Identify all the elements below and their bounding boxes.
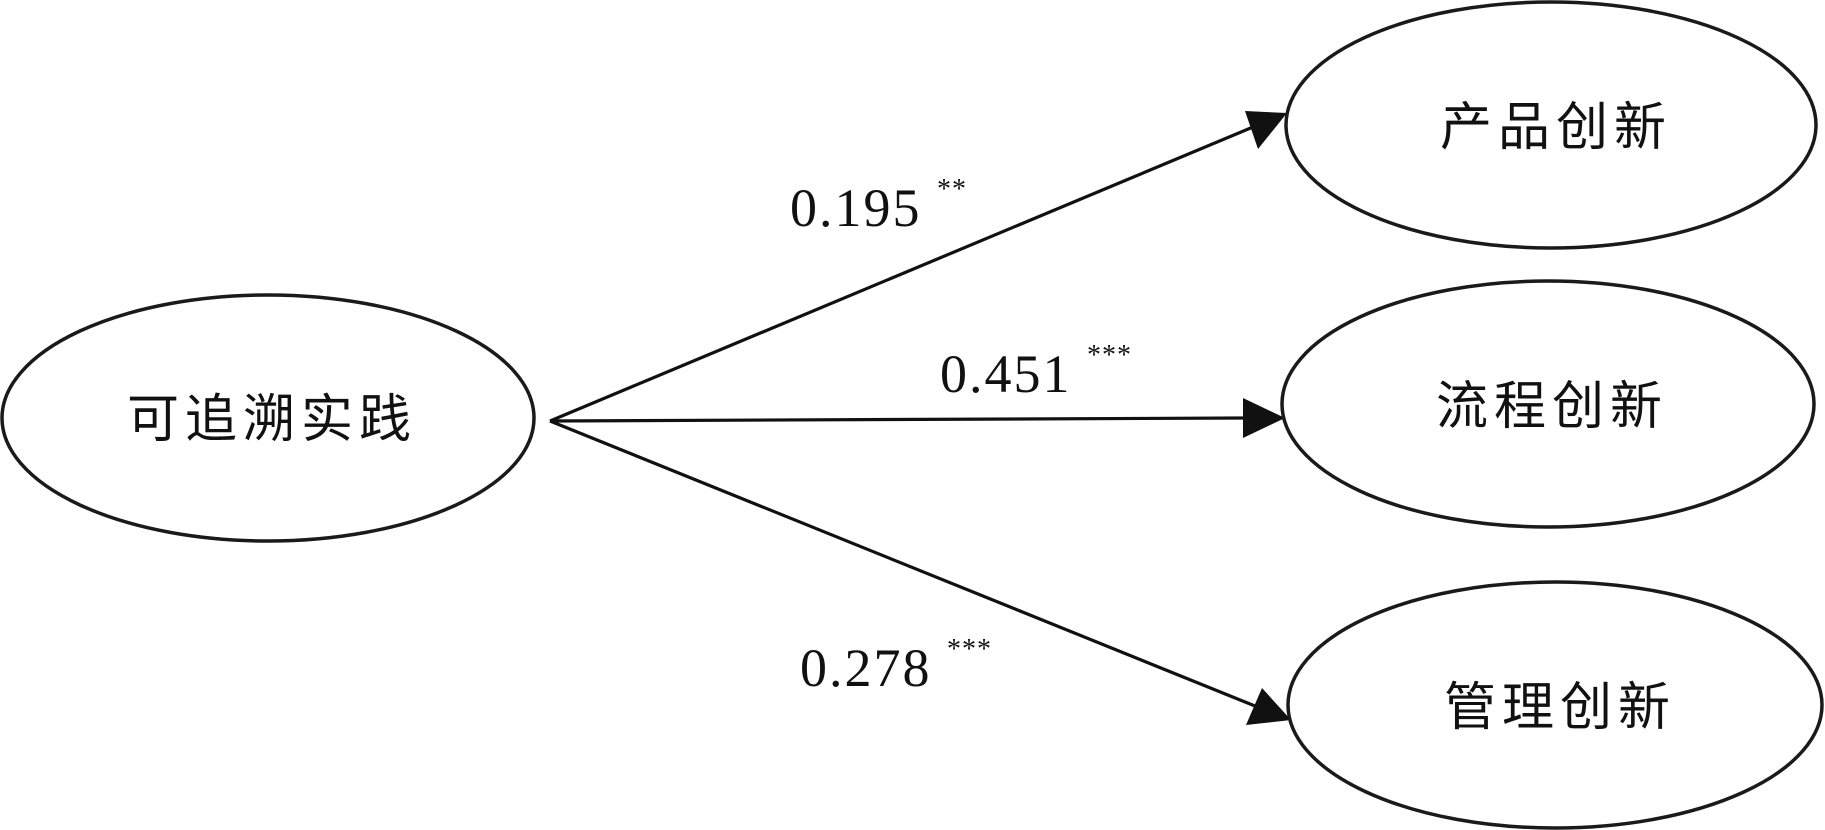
edge-product-innovation bbox=[549, 125, 1254, 423]
edges bbox=[549, 111, 1291, 725]
target-node-product-innovation: 产品创新 bbox=[1284, 0, 1818, 250]
target-node-ellipse bbox=[1280, 279, 1816, 529]
arrowhead-process-innovation bbox=[1243, 398, 1285, 438]
coefficient-label-management: 0.278 *** bbox=[800, 634, 992, 698]
target-node-management-innovation: 管理创新 bbox=[1286, 580, 1824, 830]
coefficient-label-product: 0.195 ** bbox=[790, 174, 967, 238]
significance-stars: *** bbox=[1087, 340, 1132, 371]
arrowhead-product-innovation bbox=[1245, 111, 1287, 149]
source-node-label: 可追溯实践 bbox=[127, 390, 417, 450]
edge-management-innovation bbox=[549, 419, 1256, 708]
significance-stars: ** bbox=[937, 174, 967, 205]
target-node-label: 管理创新 bbox=[1444, 678, 1676, 738]
coefficient-value: 0.451 bbox=[940, 344, 1072, 404]
coefficient-value: 0.278 bbox=[800, 638, 932, 698]
source-node: 可追溯实践 bbox=[0, 293, 536, 543]
significance-stars: *** bbox=[947, 634, 992, 665]
source-node-ellipse bbox=[0, 293, 536, 543]
target-node-label: 产品创新 bbox=[1440, 98, 1672, 158]
arrowhead-management-innovation bbox=[1246, 688, 1291, 725]
target-node-ellipse bbox=[1284, 0, 1818, 250]
target-node-label: 流程创新 bbox=[1436, 377, 1668, 437]
edge-process-innovation bbox=[549, 416, 1246, 423]
coefficient-label-process: 0.451 *** bbox=[940, 340, 1132, 404]
target-node-process-innovation: 流程创新 bbox=[1280, 279, 1816, 529]
target-node-ellipse bbox=[1286, 580, 1824, 830]
coefficient-value: 0.195 bbox=[790, 178, 922, 238]
